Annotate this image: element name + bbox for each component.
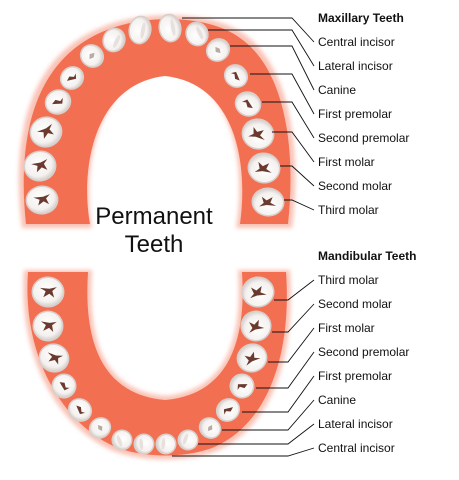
mandibular-leader-second-molar [272,303,315,333]
maxillary-arch [18,13,296,228]
mandibular-label-first-premolar: First premolar [318,369,392,383]
lower-left-second-molar-tooth [32,310,64,342]
upper-right-lateral-incisor-tooth [185,21,209,47]
mandibular-leader-canine [222,399,315,431]
maxillary-leader-central-incisor [182,17,315,43]
mandibular-label-lateral-incisor: Lateral incisor [318,417,393,431]
upper-left-first-premolar-tooth [59,66,85,90]
mandibular-leader-first-molar [268,327,315,363]
upper-right-canine-tooth [205,38,231,62]
upper-left-second-premolar-tooth [44,89,72,115]
mandibular-label-first-molar: First molar [318,321,375,335]
lower-right-third-molar-tooth [241,276,275,308]
leader-lines [172,17,315,457]
maxillary-label-second-premolar: Second premolar [318,131,409,145]
lower-right-central-incisor-tooth [155,433,177,455]
lower-right-first-molar-tooth [236,343,268,373]
maxillary-heading: Maxillary Teeth [318,11,404,25]
mandibular-label-central-incisor: Central incisor [318,441,395,455]
lower-right-second-premolar-tooth [229,373,255,399]
maxillary-leader-first-premolar [250,73,315,115]
maxillary-label-lateral-incisor: Lateral incisor [318,59,393,73]
maxillary-leader-canine [230,45,315,91]
maxillary-leader-third-molar [284,199,315,211]
maxillary-leader-second-premolar [262,101,315,139]
upper-left-third-molar-tooth [25,185,59,215]
upper-left-second-molar-tooth [23,150,57,182]
mandibular-label-second-molar: Second molar [318,297,392,311]
upper-left-lateral-incisor-tooth [102,27,126,53]
maxillary-label-first-molar: First molar [318,155,375,169]
mandibular-leader-lateral-incisor [198,423,315,445]
diagram-title-line1: Permanent [95,203,213,230]
lower-left-first-premolar-tooth [67,398,93,422]
lower-teeth [31,276,275,455]
lower-left-central-incisor-tooth [133,433,155,455]
upper-left-first-molar-tooth [29,116,63,148]
maxillary-label-canine: Canine [318,83,356,97]
mandibular-label-canine: Canine [318,393,356,407]
mandibular-arch [23,270,291,460]
upper-right-first-molar-tooth [241,118,275,150]
mandibular-leader-third-molar [274,279,315,301]
upper-right-central-incisor-tooth [158,13,182,43]
lower-left-second-premolar-tooth [51,373,77,399]
lower-left-canine-tooth [88,417,112,439]
mandibular-leader-central-incisor [172,447,315,457]
mandibular-heading: Mandibular Teeth [318,249,416,263]
maxillary-label-second-molar: Second molar [318,179,392,193]
mandibular-label-second-premolar: Second premolar [318,345,409,359]
upper-left-canine-tooth [79,44,105,68]
upper-right-second-premolar-tooth [234,91,262,117]
maxillary-leader-first-molar [272,131,315,163]
lower-right-lateral-incisor-tooth [177,429,199,451]
lower-left-first-molar-tooth [38,343,70,373]
upper-right-second-molar-tooth [247,152,281,184]
maxillary-label-third-molar: Third molar [318,203,379,217]
upper-gum [23,19,291,224]
lower-right-canine-tooth [198,417,222,439]
lower-left-lateral-incisor-tooth [111,429,133,451]
mandibular-leader-first-premolar [242,375,315,413]
maxillary-leader-lateral-incisor [208,29,315,67]
lower-right-first-premolar-tooth [215,398,241,422]
mandibular-leader-second-premolar [256,351,315,389]
lower-left-third-molar-tooth [31,276,65,308]
diagram-title-line2: Teeth [125,231,184,258]
mandibular-label-third-molar: Third molar [318,273,379,287]
upper-right-first-premolar-tooth [223,64,249,88]
upper-right-third-molar-tooth [251,187,285,217]
upper-left-central-incisor-tooth [128,15,152,45]
maxillary-label-central-incisor: Central incisor [318,35,395,49]
maxillary-label-first-premolar: First premolar [318,107,392,121]
maxillary-leader-second-molar [280,165,315,187]
lower-right-second-molar-tooth [240,310,272,342]
upper-teeth [23,13,285,217]
